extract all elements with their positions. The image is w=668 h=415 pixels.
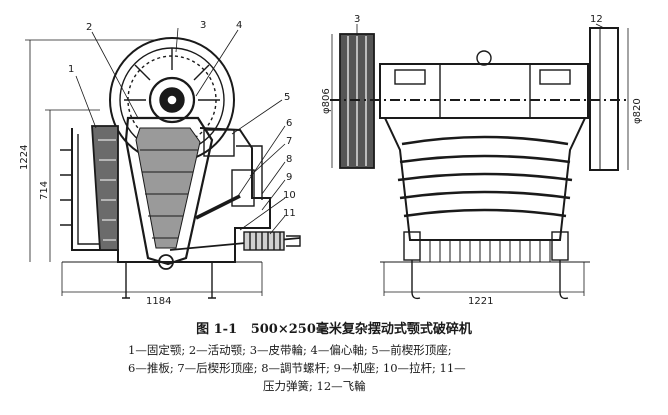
legend-line-3: 压力弹簧; 12—飞輪 xyxy=(263,379,366,393)
caption-number: 图 1-1 xyxy=(196,322,238,337)
frame-body xyxy=(383,117,587,241)
legend-line-2: 6—推板; 7—后楔形顶座; 8—調节螺杆; 9—机座; 10—拉杆; 11— xyxy=(128,361,466,375)
callout-2: 2 xyxy=(86,22,92,33)
side-view xyxy=(25,27,301,299)
callout-8: 8 xyxy=(286,154,292,165)
callout-12: 12 xyxy=(590,14,603,25)
callout-5: 5 xyxy=(284,92,290,103)
callout-1: 1 xyxy=(68,64,74,75)
dim-714: 714 xyxy=(39,181,50,200)
legend-line-1: 1—固定颚; 2—活动颚; 3—皮带輪; 4—偏心軸; 5—前楔形顶座; xyxy=(128,343,452,357)
callout-11: 11 xyxy=(283,208,296,219)
caption-title: 500×250毫米复杂摆动式颚式破碎机 xyxy=(250,322,472,337)
pressure-spring xyxy=(243,231,285,251)
callout-10: 10 xyxy=(283,190,296,201)
bearing-housing xyxy=(379,63,589,119)
callout-4: 4 xyxy=(236,20,242,31)
crusher-drawing: 1 2 3 4 5 6 7 8 9 10 11 3 12 1224 714 11… xyxy=(19,14,643,307)
rear-wedge-seat xyxy=(231,169,255,207)
dim-phi820: φ820 xyxy=(632,98,643,124)
callout-9: 9 xyxy=(286,172,292,183)
movable-jaw xyxy=(124,116,214,266)
dim-1184: 1184 xyxy=(146,296,171,307)
dim-1224: 1224 xyxy=(19,145,30,170)
callout-3: 3 xyxy=(200,20,206,31)
figure-caption: 图 1-1 500×250毫米复杂摆动式颚式破碎机 xyxy=(0,318,668,337)
eccentric-shaft xyxy=(148,76,196,124)
discharge-teeth xyxy=(419,239,551,263)
fixed-jaw xyxy=(91,125,119,251)
callout-7: 7 xyxy=(286,136,292,147)
callout-3-front: 3 xyxy=(354,14,360,25)
toggle-plate xyxy=(195,194,241,220)
front-wedge-seat xyxy=(203,129,235,157)
dim-phi806: φ806 xyxy=(321,88,332,114)
front-view xyxy=(330,23,630,300)
callout-6: 6 xyxy=(286,118,292,129)
dim-1221: 1221 xyxy=(468,296,493,307)
